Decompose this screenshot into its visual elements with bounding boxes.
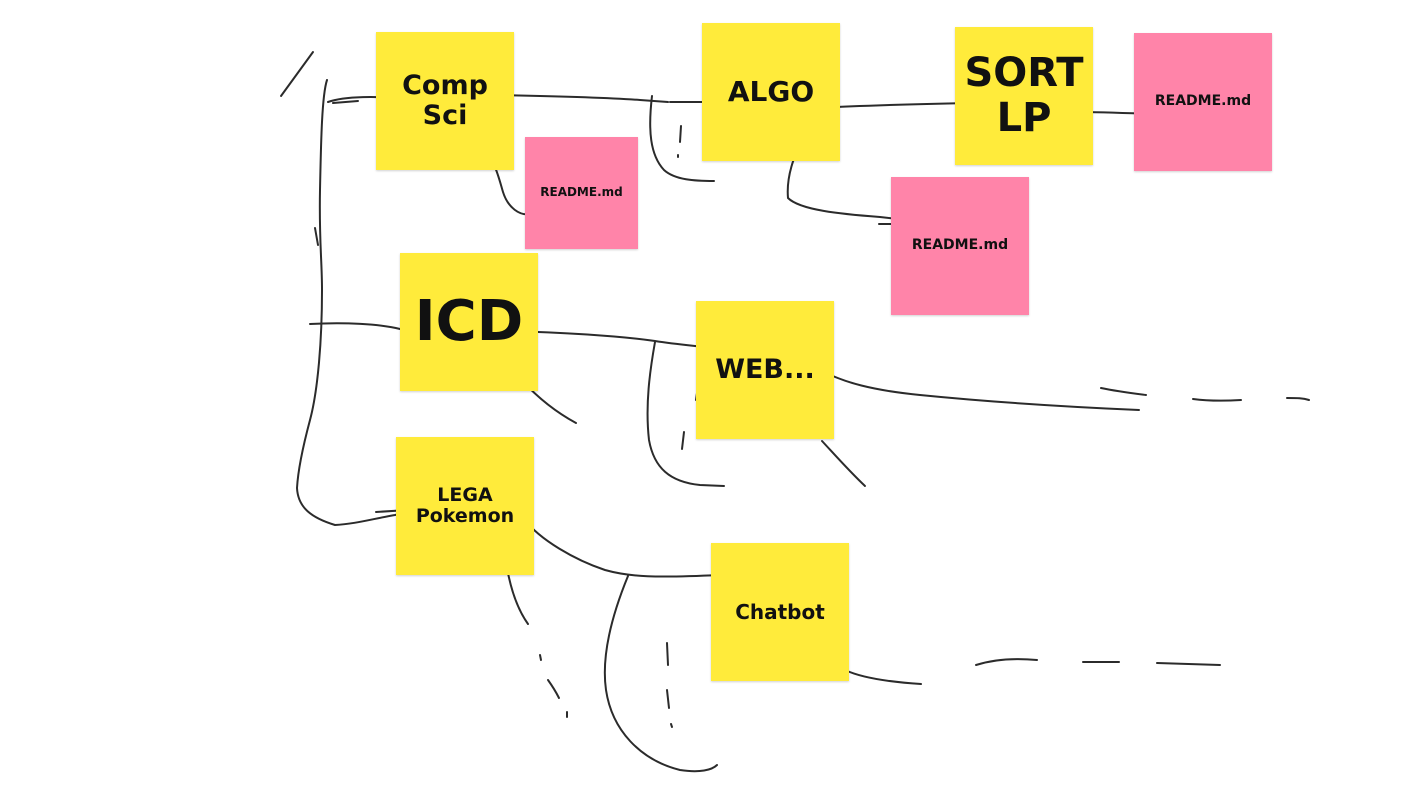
ink-stroke bbox=[817, 102, 971, 109]
sticky-note-readme[interactable]: README.md bbox=[891, 177, 1029, 315]
sticky-note-readme[interactable]: README.md bbox=[525, 137, 638, 249]
ink-stroke bbox=[280, 51, 314, 97]
ink-stroke bbox=[332, 100, 359, 104]
ink-stroke bbox=[1286, 397, 1310, 401]
sticky-note-text: README.md bbox=[540, 185, 623, 200]
ink-stroke bbox=[844, 669, 922, 685]
ink-stroke bbox=[666, 689, 670, 709]
sticky-note-text: SORT LP bbox=[964, 50, 1084, 141]
ink-stroke bbox=[1156, 662, 1221, 666]
ink-stroke bbox=[679, 125, 682, 143]
sticky-note-text: ICD bbox=[414, 288, 524, 354]
sticky-note-text: LEGA Pokemon bbox=[415, 483, 515, 527]
sticky-note-text: WEB... bbox=[715, 353, 815, 385]
sticky-note-sort-lp[interactable]: SORT LP bbox=[955, 27, 1093, 165]
sticky-note-lega-pokemon[interactable]: LEGA Pokemon bbox=[396, 437, 534, 575]
ink-stroke bbox=[506, 567, 529, 625]
ink-stroke bbox=[495, 94, 669, 103]
ink-stroke bbox=[681, 431, 685, 450]
sticky-note-readme[interactable]: README.md bbox=[1134, 33, 1272, 171]
ink-stroke bbox=[975, 658, 1038, 666]
ink-stroke bbox=[1192, 398, 1242, 402]
sticky-note-algo[interactable]: ALGO bbox=[702, 23, 840, 161]
ink-stroke bbox=[825, 372, 1140, 411]
ink-stroke bbox=[314, 227, 319, 246]
sticky-note-text: Chatbot bbox=[735, 599, 825, 624]
ink-stroke bbox=[547, 679, 560, 699]
ink-stroke bbox=[1100, 387, 1147, 396]
ink-stroke bbox=[670, 723, 673, 728]
sticky-note-icd[interactable]: ICD bbox=[400, 253, 538, 391]
ink-stroke bbox=[523, 518, 721, 578]
sticky-note-text: ALGO bbox=[727, 75, 815, 109]
sticky-note-chatbot[interactable]: Chatbot bbox=[711, 543, 849, 681]
ink-stroke bbox=[603, 575, 718, 773]
sticky-note-text: README.md bbox=[1154, 93, 1252, 110]
ink-stroke bbox=[666, 642, 669, 666]
sticky-note-web[interactable]: WEB... bbox=[696, 301, 834, 439]
sticky-note-text: Comp Sci bbox=[402, 69, 488, 131]
ink-stroke bbox=[539, 654, 542, 661]
sticky-note-text: README.md bbox=[911, 237, 1009, 254]
ink-stroke bbox=[821, 440, 866, 487]
sticky-note-comp-sci[interactable]: Comp Sci bbox=[376, 32, 514, 170]
